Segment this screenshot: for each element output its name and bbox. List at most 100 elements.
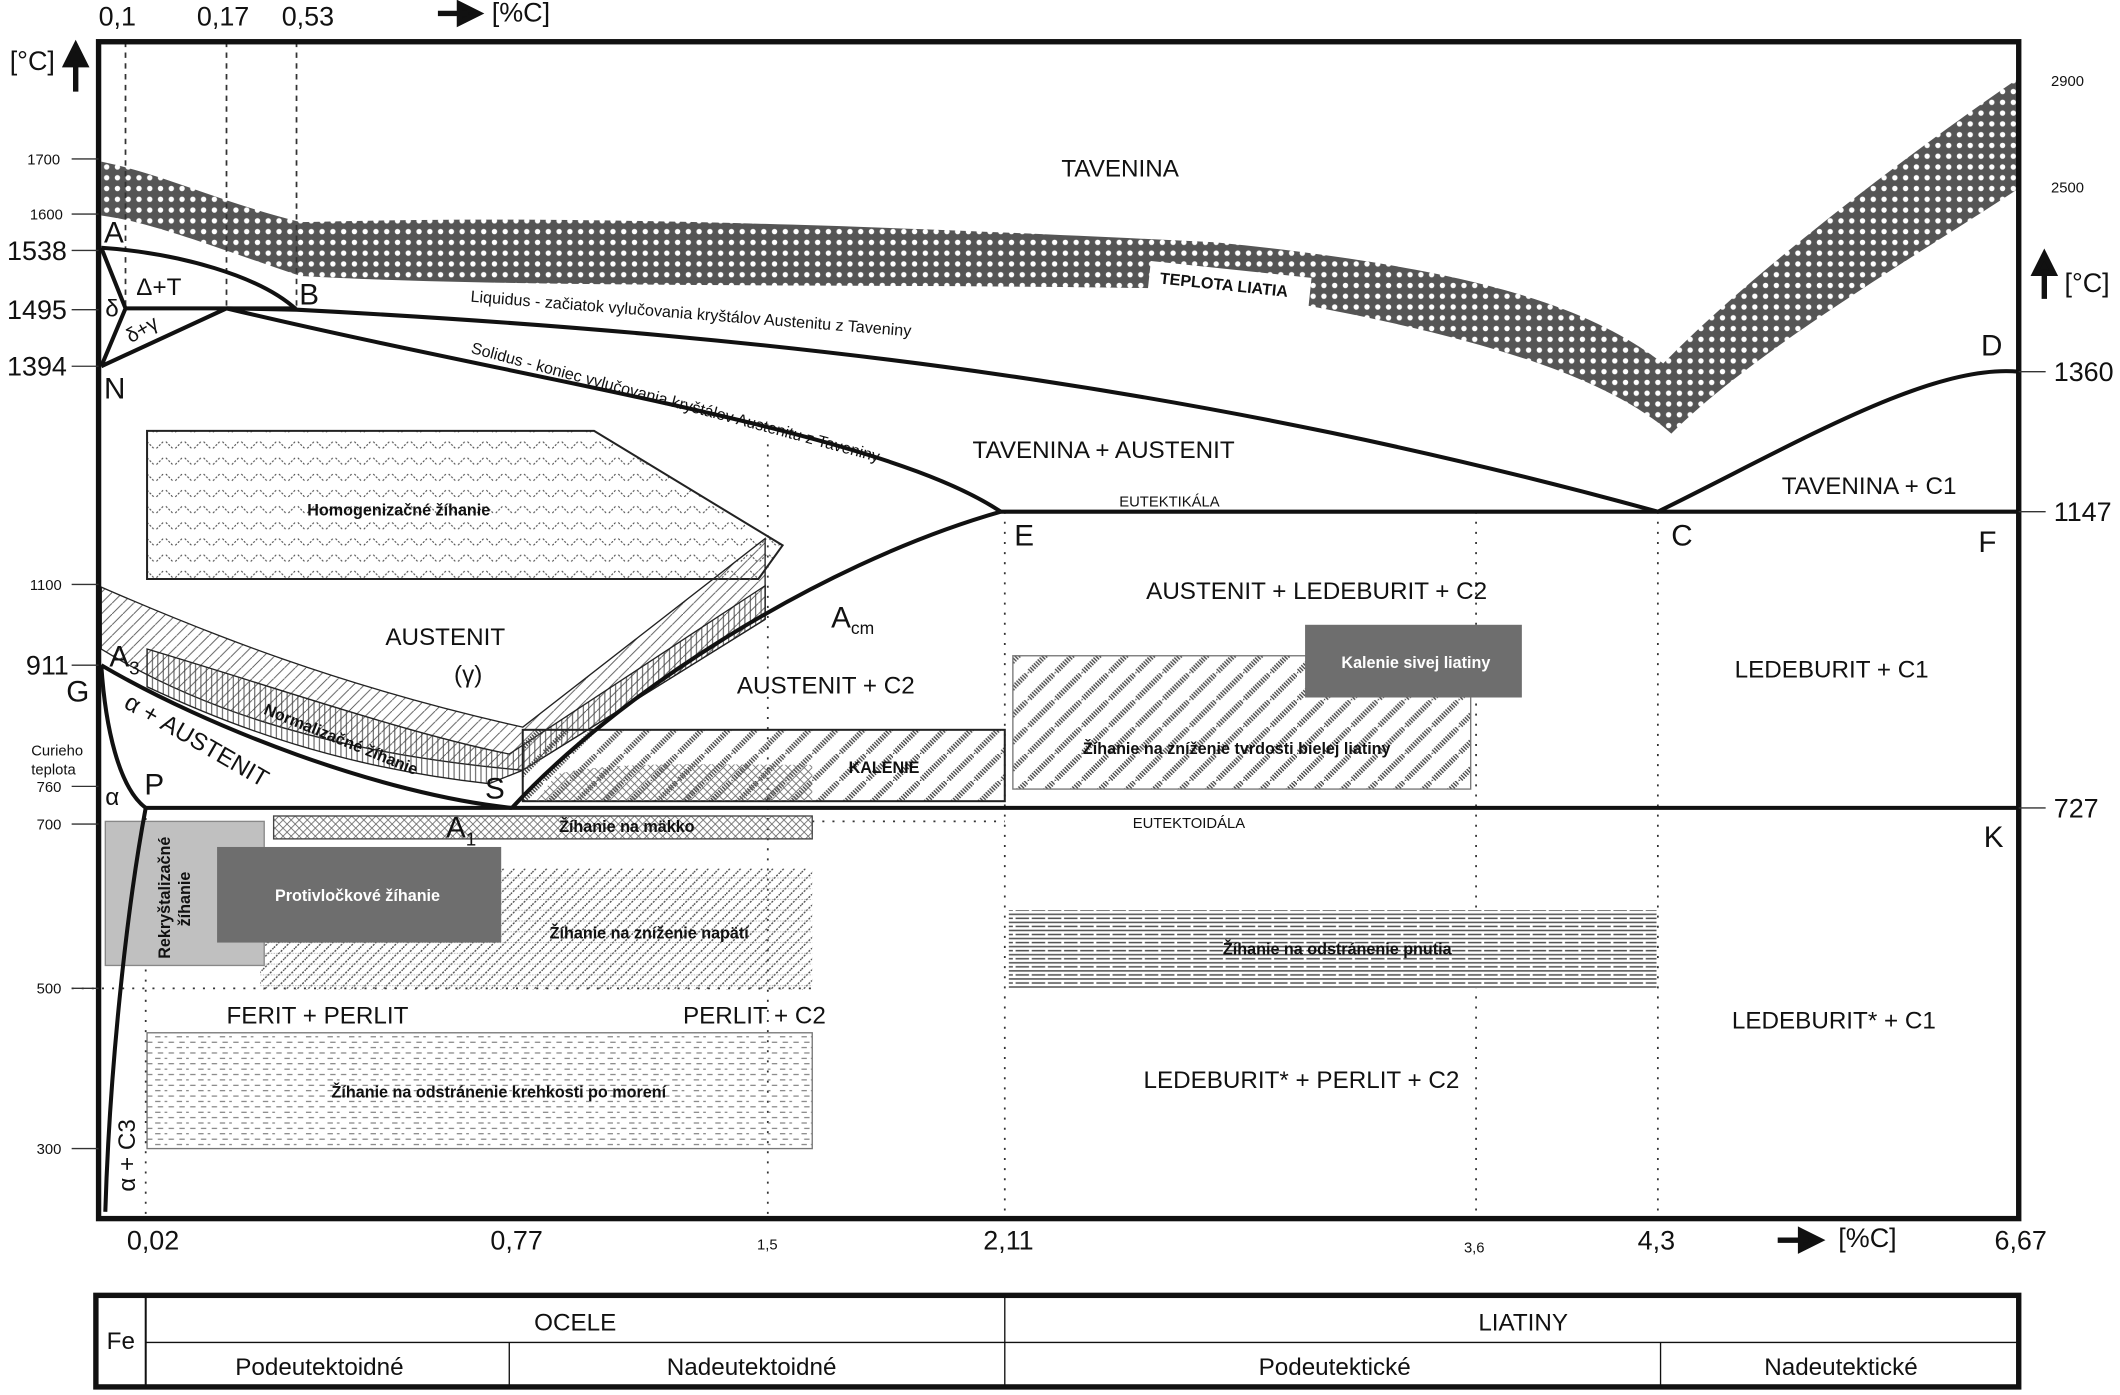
- temp-1100: 1100: [30, 578, 62, 594]
- temp-1495: 1495: [7, 295, 67, 325]
- eutektoidala-label: EUTEKTOIDÁLA: [1133, 815, 1246, 832]
- point-D: D: [1981, 329, 2002, 362]
- bottom-tick-0-77: 0,77: [490, 1226, 542, 1256]
- region-ferit-perlit: FERIT + PERLIT: [227, 1002, 409, 1029]
- left-unit: [°C]: [10, 46, 55, 76]
- bottom-tick-0-02: 0,02: [127, 1226, 179, 1256]
- table-fe: Fe: [107, 1328, 135, 1355]
- temp-1147: 1147: [2054, 497, 2112, 527]
- point-Acm: Acm: [831, 601, 874, 638]
- bottom-tick-6-67: 6,67: [1994, 1226, 2046, 1256]
- point-A: A: [104, 216, 124, 249]
- grey-iron-hardening-zone: [1305, 624, 1522, 698]
- table-nadeutekticke: Nadeutektické: [1764, 1354, 1917, 1381]
- region-delta-t: Δ+T: [136, 274, 181, 301]
- top-unit: [%C]: [492, 0, 550, 28]
- top-tick-0-1: 0,1: [99, 2, 136, 32]
- right-unit: [°C]: [2065, 268, 2110, 298]
- region-delta: δ: [105, 295, 118, 322]
- region-austenit-c2: AUSTENIT + C2: [737, 672, 915, 699]
- grey-iron-hardening-label: Kalenie sivej liatiny: [1341, 654, 1490, 672]
- temp-911: 911: [26, 651, 69, 681]
- top-tick-0-53: 0,53: [282, 2, 334, 32]
- bottom-tick-4-3: 4,3: [1638, 1226, 1675, 1256]
- casting-label-bg: [1147, 260, 1312, 308]
- point-B: B: [299, 278, 319, 311]
- temp-1700: 1700: [27, 152, 60, 168]
- bottom-tick-3-6: 3,6: [1464, 1240, 1485, 1256]
- arrow-right-icon: [1777, 1226, 1826, 1254]
- temp-2500: 2500: [2051, 181, 2084, 197]
- region-perlit-c2: PERLIT + C2: [683, 1002, 826, 1029]
- arrow-up-icon: [2030, 248, 2059, 299]
- bottom-unit: [%C]: [1838, 1223, 1896, 1253]
- recrystallization-label-1: Rekryštalizačné: [156, 837, 174, 959]
- bottom-tick-1-5: 1,5: [757, 1238, 778, 1254]
- point-F: F: [1978, 526, 1996, 559]
- region-ledeburit-star-c1: LEDEBURIT* + C1: [1732, 1008, 1936, 1035]
- arrow-up-icon: [61, 39, 90, 92]
- stress-removal-zone: [1008, 910, 1657, 989]
- stress-relief-label: Žíhanie na zníženie napätí: [550, 924, 750, 943]
- temp-727: 727: [2054, 793, 2099, 823]
- normalization-band-inner: [146, 584, 766, 785]
- stress-removal-label: Žíhanie na odstránenie pnutia: [1223, 940, 1453, 959]
- point-N: N: [104, 373, 125, 406]
- table-podeutektoidne: Podeutektoidné: [235, 1354, 403, 1381]
- soft-annealing-label: Žíhanie na mäkko: [559, 817, 695, 836]
- point-S: S: [485, 772, 505, 805]
- temp-1538: 1538: [7, 236, 67, 266]
- table-nadeutektoidne: Nadeutektoidné: [667, 1354, 837, 1381]
- table-liatiny: LIATINY: [1478, 1309, 1568, 1336]
- homogenization-zone: [146, 429, 785, 581]
- eutektikala-label: EUTEKTIKÁLA: [1119, 493, 1219, 510]
- table-ocele: OCELE: [534, 1309, 616, 1336]
- recrystallization-label-2: žíhanie: [176, 872, 194, 927]
- soft-annealing-zone: [272, 815, 813, 840]
- region-austenit-ledeburit-c2: AUSTENIT + LEDEBURIT + C2: [1146, 578, 1487, 605]
- temp-1600: 1600: [30, 207, 63, 223]
- region-tavenina-c1: TAVENINA + C1: [1782, 473, 1957, 500]
- point-K: K: [1984, 821, 2004, 854]
- temp-300: 300: [37, 1142, 62, 1158]
- region-tavenina-austenit: TAVENINA + AUSTENIT: [972, 437, 1234, 464]
- arrow-right-icon: [437, 0, 485, 28]
- point-C: C: [1671, 519, 1692, 552]
- table-podeutekticke: Podeutektické: [1259, 1354, 1411, 1381]
- anti-flake-label: Protivločkové žíhanie: [275, 887, 440, 905]
- region-ledeburit-star-perlit-c2: LEDEBURIT* + PERLIT + C2: [1143, 1067, 1459, 1094]
- region-ledeburit-c1: LEDEBURIT + C1: [1735, 656, 1929, 683]
- bottom-tick-2-11: 2,11: [983, 1226, 1033, 1256]
- classification-table: Fe OCELE LIATINY Podeutektoidné Nadeutek…: [93, 1292, 2022, 1390]
- brittleness-zone: [146, 1032, 813, 1150]
- temp-1360: 1360: [2054, 357, 2114, 387]
- point-P: P: [144, 768, 164, 801]
- curie-label-1: Curieho: [31, 743, 83, 759]
- region-austenit: AUSTENIT: [385, 624, 505, 651]
- curie-label-2: teplota: [31, 762, 76, 778]
- homogenization-label: Homogenizačné žíhanie: [307, 502, 490, 520]
- region-tavenina: TAVENINA: [1061, 155, 1179, 182]
- region-gamma: (γ): [454, 662, 482, 689]
- diagram-frame: [95, 39, 2022, 1222]
- anti-flake-zone: [217, 846, 502, 943]
- brittleness-label: Žíhanie na odstránenie krehkosti po more…: [332, 1082, 667, 1101]
- temp-700: 700: [37, 817, 62, 833]
- point-A1: A1: [446, 812, 476, 850]
- top-tick-0-17: 0,17: [197, 2, 249, 32]
- point-E: E: [1014, 519, 1034, 552]
- phase-lines: [99, 245, 2019, 1212]
- casting-temperature-band: [101, 78, 2019, 434]
- region-alpha-c3: α + C3: [114, 1119, 141, 1192]
- hardening-subzone: [536, 764, 813, 802]
- temp-500: 500: [37, 982, 62, 998]
- point-A3: A3: [109, 641, 139, 679]
- temp-1394: 1394: [7, 352, 67, 382]
- liquidus-label: Liquidus - začiatok vylučovania kryštálo…: [470, 288, 913, 341]
- hardening-label: KALENIE: [849, 759, 920, 777]
- temp-760: 760: [37, 780, 62, 796]
- white-iron-softening-label: Žíhanie na zníženie tvrdosti bielej liat…: [1083, 739, 1391, 758]
- temp-2900: 2900: [2051, 74, 2084, 90]
- region-alpha: α: [105, 784, 119, 811]
